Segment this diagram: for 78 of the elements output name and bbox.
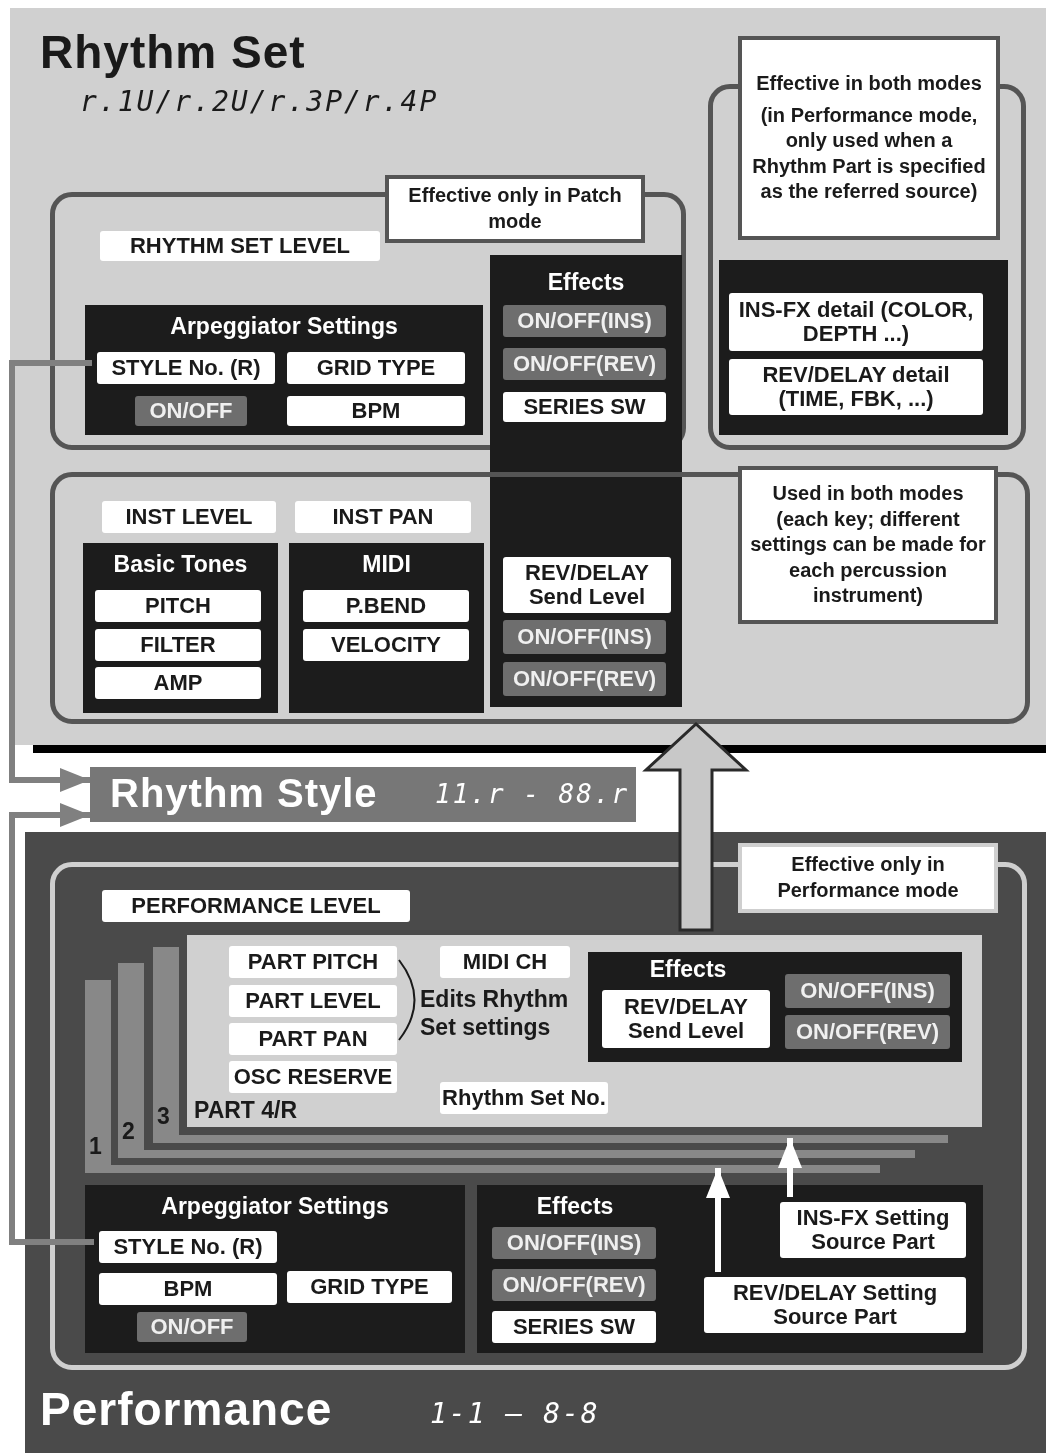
section-title: Rhythm Style [110, 771, 378, 816]
switch-label: ON/OFF [135, 396, 247, 426]
switch-label: ON/OFF(INS) [503, 620, 666, 654]
arrow [9, 360, 92, 792]
settings-block [85, 1185, 465, 1353]
switch-label: ON/OFF(REV) [503, 348, 666, 380]
switch-label: ON/OFF(REV) [503, 662, 666, 696]
parameter-label: INS-FX detail (COLOR, DEPTH ...) [729, 293, 983, 351]
display-readout: r.1U/r.2U/r.3P/r.4P [80, 85, 439, 118]
settings-block [85, 305, 483, 435]
part-number: 3 [157, 1103, 170, 1130]
block-heading: Effects [648, 956, 728, 983]
parameter-label: FILTER [95, 629, 261, 661]
parameter-label: REV/DELAY Send Level [503, 557, 671, 613]
display-readout: 1-1 – 8-8 [430, 1397, 600, 1430]
switch-label: ON/OFF(INS) [503, 305, 666, 337]
block-heading: MIDI [361, 551, 412, 578]
settings-block [83, 543, 278, 713]
parameter-label: PART PAN [229, 1023, 397, 1055]
title-bar [90, 767, 636, 822]
switch-label: ON/OFF(INS) [492, 1227, 656, 1259]
parameter-label: VELOCITY [303, 629, 469, 661]
bracket-note: Edits Rhythm Set settings [420, 985, 570, 1042]
parameter-label: STYLE No. (R) [99, 1231, 277, 1263]
parameter-label: SERIES SW [503, 392, 666, 422]
settings-block [588, 952, 962, 1062]
parameter-label: PART LEVEL [229, 985, 397, 1017]
block-arrow [642, 721, 750, 932]
block-heading: Effects [546, 269, 626, 296]
part-number: 2 [122, 1118, 135, 1145]
note-box: Used in both modes (each key; different settings can be made for each percussion instrument) [738, 466, 998, 624]
parameter-label: BPM [99, 1273, 277, 1305]
part-tab [153, 947, 948, 1143]
block-heading: Arpeggiator Settings [169, 313, 399, 340]
block-heading: Effects [535, 1193, 615, 1220]
block-heading: Basic Tones [112, 551, 249, 578]
parameter-label: SERIES SW [492, 1311, 656, 1343]
parameter-label: AMP [95, 667, 261, 699]
part-title: PART 4/R [194, 1097, 298, 1124]
settings-block [719, 260, 1008, 435]
settings-block [477, 1185, 983, 1353]
section-panel [25, 832, 1046, 1453]
parameter-label: PITCH [95, 590, 261, 622]
switch-label: ON/OFF(INS) [785, 974, 950, 1008]
parameter-label: INST PAN [295, 501, 471, 533]
parameter-label: GRID TYPE [287, 352, 465, 384]
part-sheet [187, 935, 982, 1127]
switch-label: ON/OFF [137, 1312, 247, 1342]
parameter-label: RHYTHM SET LEVEL [100, 231, 380, 261]
note-box: Effective in both modes (in Performance mode, only used when a Rhythm Part is specified as the referred source) [738, 36, 1000, 240]
parameter-label: INST LEVEL [102, 501, 276, 533]
parameter-label: GRID TYPE [287, 1271, 452, 1303]
parameter-label: Rhythm Set No. [440, 1082, 608, 1114]
note-box: Effective only in Patch mode [385, 175, 645, 243]
parameter-label: PART PITCH [229, 946, 397, 978]
switch-label: ON/OFF(REV) [785, 1015, 950, 1049]
part-number: 1 [89, 1133, 102, 1160]
note-box: Effective only in Performance mode [738, 843, 998, 913]
display-readout: 11.r - 88.r [435, 779, 630, 809]
section-panel [10, 8, 1046, 745]
section-title: Performance [40, 1382, 333, 1436]
parameter-label: STYLE No. (R) [97, 352, 275, 384]
parameter-label: P.BEND [303, 590, 469, 622]
parameter-label: INS-FX Setting Source Part [780, 1202, 966, 1258]
arrow [9, 803, 94, 1245]
settings-block [289, 543, 484, 713]
arrow [778, 1138, 802, 1197]
parameter-label: BPM [287, 396, 465, 426]
block-heading: Arpeggiator Settings [160, 1193, 390, 1220]
parameter-label: OSC RESERVE [229, 1061, 397, 1093]
parameter-label: REV/DELAY detail (TIME, FBK, ...) [729, 359, 983, 415]
parameter-label: REV/DELAY Setting Source Part [704, 1277, 966, 1333]
parameter-label: REV/DELAY Send Level [602, 990, 770, 1048]
section-title: Rhythm Set [40, 25, 306, 79]
parameter-label: PERFORMANCE LEVEL [102, 890, 410, 922]
parameter-label: MIDI CH [440, 946, 570, 978]
switch-label: ON/OFF(REV) [492, 1269, 656, 1301]
arrow [706, 1168, 730, 1272]
